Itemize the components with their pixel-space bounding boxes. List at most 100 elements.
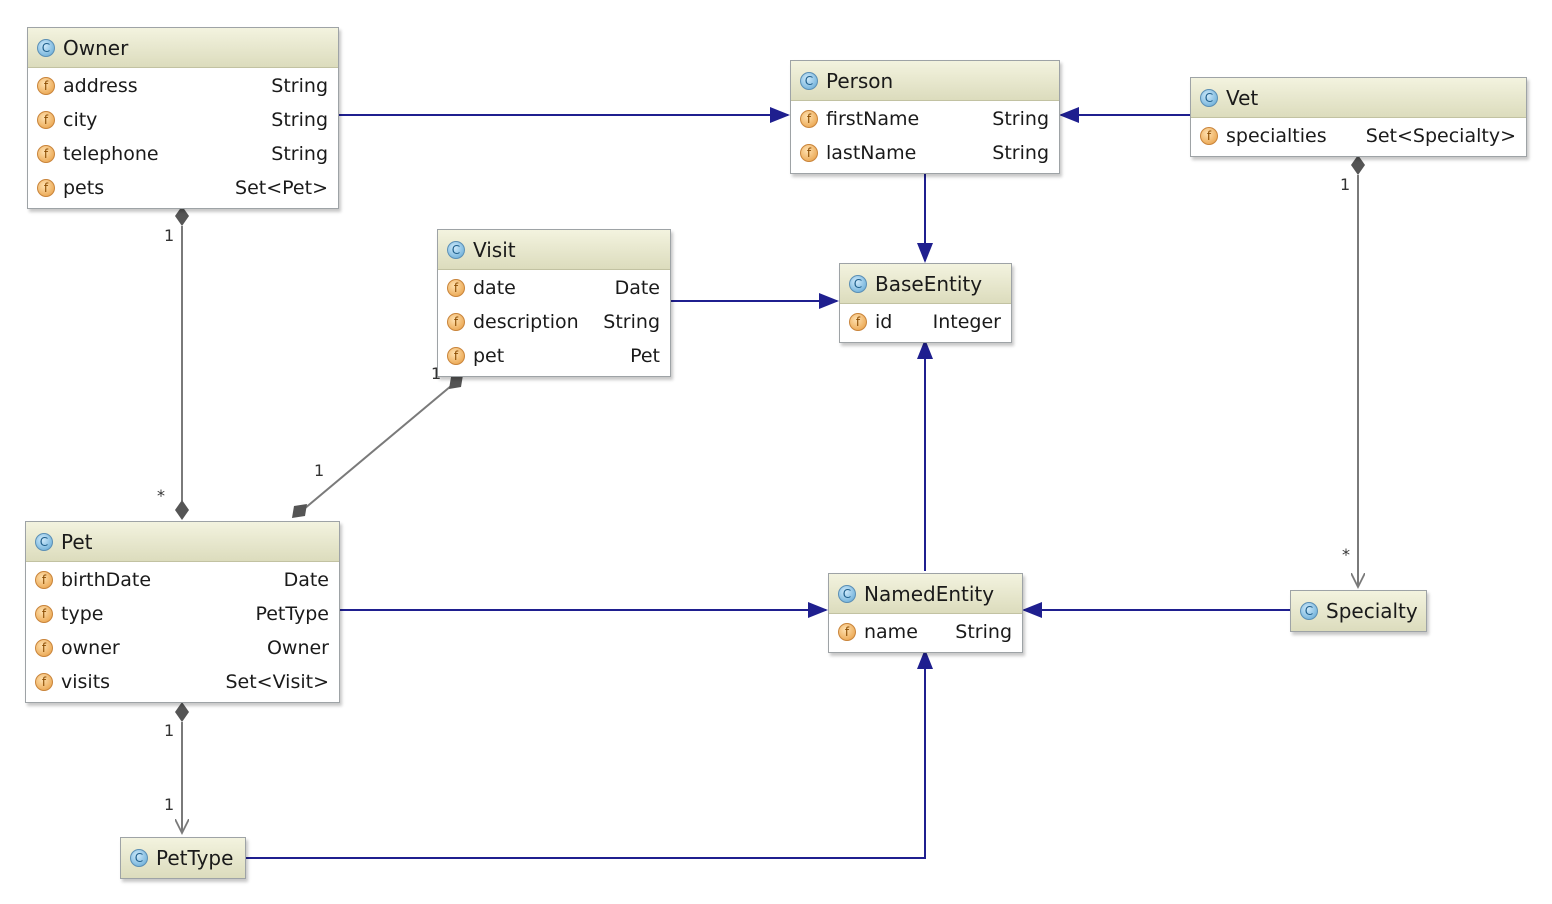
class-name: Owner — [63, 35, 129, 60]
field-icon: f — [838, 623, 856, 641]
class-header[interactable]: C PetType — [121, 838, 245, 878]
field-row[interactable]: f telephone String — [28, 137, 338, 171]
field-type: Set<Specialty> — [1365, 125, 1516, 147]
field-name: id — [875, 311, 893, 333]
class-name: NamedEntity — [864, 581, 995, 606]
field-type: String — [992, 142, 1049, 164]
field-icon: f — [849, 313, 867, 331]
field-type: Set<Visit> — [225, 671, 329, 693]
field-type: Date — [614, 277, 660, 299]
field-row[interactable]: f type PetType — [26, 597, 339, 631]
multiplicity-label: * — [1342, 545, 1350, 564]
class-icon: C — [838, 584, 856, 603]
class-baseentity[interactable]: C BaseEntity f id Integer — [839, 263, 1012, 343]
vet-diamond-icon — [1351, 155, 1365, 175]
class-icon: C — [849, 274, 867, 293]
class-owner[interactable]: C Owner f address String f city String f… — [27, 27, 339, 209]
pet-visit-diamond-icon — [292, 504, 307, 518]
field-icon: f — [35, 673, 53, 691]
field-icon: f — [447, 279, 465, 297]
visit-diamond-icon — [449, 375, 463, 389]
field-type: PetType — [255, 603, 329, 625]
field-name: owner — [61, 637, 120, 659]
field-type: String — [271, 75, 328, 97]
multiplicity-label: 1 — [164, 795, 175, 814]
field-icon: f — [447, 313, 465, 331]
class-name: Specialty — [1326, 599, 1418, 623]
class-name: Pet — [61, 529, 93, 554]
class-visit[interactable]: C Visit f date Date f description String… — [437, 229, 671, 377]
field-icon: f — [447, 347, 465, 365]
class-header[interactable]: C NamedEntity — [829, 574, 1022, 614]
field-name: date — [473, 277, 516, 299]
class-name: Person — [826, 68, 894, 93]
multiplicity-label: 1 — [164, 226, 175, 245]
class-header[interactable]: C Person — [791, 61, 1059, 101]
pet-diamond-icon — [175, 500, 189, 520]
field-type: Pet — [630, 345, 660, 367]
multiplicity-label: 1 — [431, 364, 442, 383]
class-name: PetType — [156, 846, 234, 870]
field-row[interactable]: f id Integer — [840, 305, 1011, 339]
field-icon: f — [800, 110, 818, 128]
field-name: visits — [61, 671, 111, 693]
field-icon: f — [37, 111, 55, 129]
field-row[interactable]: f description String — [438, 305, 670, 339]
field-name: type — [61, 603, 104, 625]
class-person[interactable]: C Person f firstName String f lastName S… — [790, 60, 1060, 174]
field-row[interactable]: f birthDate Date — [26, 563, 339, 597]
field-type: String — [271, 109, 328, 131]
field-type: String — [603, 311, 660, 333]
class-icon: C — [447, 240, 465, 259]
field-name: pet — [473, 345, 505, 367]
field-name: city — [63, 109, 98, 131]
pettype-extends-namedentity-edge — [246, 649, 933, 859]
class-namedentity[interactable]: C NamedEntity f name String — [828, 573, 1023, 653]
field-row[interactable]: f owner Owner — [26, 631, 339, 665]
field-icon: f — [37, 77, 55, 95]
class-vet[interactable]: C Vet f specialties Set<Specialty> — [1190, 77, 1527, 157]
multiplicity-label: * — [157, 486, 165, 505]
field-type: Set<Pet> — [235, 177, 328, 199]
field-row[interactable]: f pet Pet — [438, 339, 670, 373]
class-pet[interactable]: C Pet f birthDate Date f type PetType f … — [25, 521, 340, 703]
class-header[interactable]: C Owner — [28, 28, 338, 68]
field-row[interactable]: f firstName String — [791, 102, 1059, 136]
class-pettype[interactable]: C PetType — [120, 837, 246, 879]
field-type: Date — [283, 569, 329, 591]
field-type: Integer — [932, 311, 1001, 333]
field-name: lastName — [826, 142, 917, 164]
owner-diamond-icon — [175, 206, 189, 226]
field-row[interactable]: f lastName String — [791, 136, 1059, 170]
field-row[interactable]: f pets Set<Pet> — [28, 171, 338, 205]
class-header[interactable]: C Visit — [438, 230, 670, 270]
field-row[interactable]: f visits Set<Visit> — [26, 665, 339, 699]
class-header[interactable]: C BaseEntity — [840, 264, 1011, 304]
class-name: Visit — [473, 237, 516, 262]
field-row[interactable]: f city String — [28, 103, 338, 137]
field-type: Owner — [266, 637, 329, 659]
field-icon: f — [1200, 127, 1218, 145]
field-name: birthDate — [61, 569, 152, 591]
class-icon: C — [800, 71, 818, 90]
class-header[interactable]: C Pet — [26, 522, 339, 562]
field-icon: f — [37, 145, 55, 163]
class-icon: C — [1200, 88, 1218, 107]
multiplicity-label: 1 — [314, 461, 325, 480]
field-row[interactable]: f date Date — [438, 271, 670, 305]
field-icon: f — [35, 639, 53, 657]
field-row[interactable]: f name String — [829, 615, 1022, 649]
field-icon: f — [35, 571, 53, 589]
field-row[interactable]: f specialties Set<Specialty> — [1191, 119, 1526, 153]
class-header[interactable]: C Specialty — [1291, 591, 1426, 631]
field-name: name — [864, 621, 918, 643]
field-row[interactable]: f address String — [28, 69, 338, 103]
class-name: Vet — [1226, 85, 1259, 110]
field-icon: f — [800, 144, 818, 162]
field-name: address — [63, 75, 138, 97]
class-specialty[interactable]: C Specialty — [1290, 590, 1427, 632]
multiplicity-label: 1 — [1340, 175, 1351, 194]
visit-pet-association-edge — [303, 385, 452, 510]
class-header[interactable]: C Vet — [1191, 78, 1526, 118]
